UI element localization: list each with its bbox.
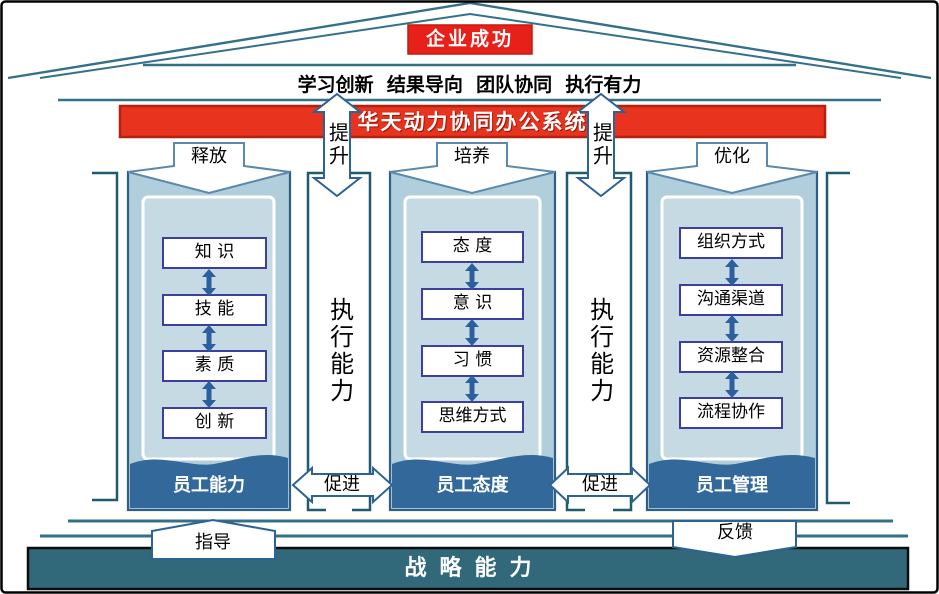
pillar-2-item: 意 识 bbox=[452, 293, 493, 314]
pillar-2-item-box bbox=[421, 231, 524, 263]
pillar-2-base-label: 员工态度 bbox=[436, 474, 509, 496]
pillar-1-label: 释放 bbox=[191, 145, 227, 167]
exec-column-2-fill bbox=[567, 173, 631, 510]
pillar-1-item: 创 新 bbox=[194, 412, 235, 433]
promote-arrow-left-text: 促进 bbox=[324, 473, 360, 495]
exec-column-1-fill bbox=[308, 173, 370, 510]
guide-tag-text: 指导 bbox=[195, 531, 231, 553]
pillar-1-item: 知 识 bbox=[194, 242, 235, 263]
pillar-3-label-funnel bbox=[646, 142, 818, 195]
pillar-1-item-box bbox=[162, 407, 267, 439]
pillar-3-item: 组织方式 bbox=[697, 232, 765, 253]
pillar-3-item-box bbox=[679, 284, 783, 316]
promote-arrow-left bbox=[291, 465, 394, 505]
pillar-3-item: 沟通渠道 bbox=[697, 289, 765, 310]
pillar-1-item: 素 质 bbox=[194, 355, 235, 376]
pillar-2-item-box bbox=[421, 401, 524, 433]
pillar-3-item-box bbox=[679, 341, 783, 373]
lift-arrow-left-text: 提升 bbox=[325, 122, 350, 168]
pillar-2-item: 习 惯 bbox=[452, 350, 493, 371]
lift-arrow-right-text: 提升 bbox=[589, 122, 614, 168]
pillar-3-item-box bbox=[679, 397, 783, 429]
feedback-tag-text: 反馈 bbox=[717, 521, 753, 543]
system-banner-box bbox=[118, 104, 827, 139]
promote-arrow-right bbox=[548, 465, 652, 505]
pillar-1-label-funnel bbox=[127, 142, 291, 195]
pillar-2-item: 态 度 bbox=[452, 236, 493, 257]
pillar-1-item-box bbox=[162, 294, 267, 326]
pillar-3-base-wave bbox=[649, 454, 815, 508]
exec-column-2-text: 执行能力 bbox=[585, 296, 614, 405]
pillar-2-item-box bbox=[421, 345, 524, 377]
pillar-1-base-wave bbox=[130, 454, 288, 508]
success-title: 企业成功 bbox=[425, 27, 514, 50]
right-edge-bracket bbox=[825, 171, 850, 505]
pillar-3-item-box bbox=[679, 227, 783, 259]
pillar-2-item-box bbox=[421, 288, 524, 320]
pillar-1-base-label: 员工能力 bbox=[173, 474, 245, 496]
pillar-2-base-wave bbox=[392, 454, 553, 508]
pillar-1-item-box bbox=[162, 237, 267, 269]
pillar-3-label: 优化 bbox=[714, 145, 750, 167]
pillar-2-label-funnel bbox=[389, 142, 556, 195]
pillar-1-item: 技 能 bbox=[194, 299, 235, 320]
lift-arrow-right bbox=[575, 92, 627, 198]
pillar-3-item: 资源整合 bbox=[697, 346, 765, 367]
pillar-2-item: 思维方式 bbox=[438, 406, 507, 427]
roof-inner-line bbox=[39, 12, 902, 79]
lift-arrow-left bbox=[311, 92, 363, 198]
pillar-3-base-label: 员工管理 bbox=[696, 474, 768, 496]
guide-tag-shape bbox=[151, 518, 276, 560]
pillar-1-item-box bbox=[162, 350, 267, 382]
strategy-bar-text: 战略能力 bbox=[404, 556, 545, 582]
roof-motto: 学习创新 结果导向 团队协同 执行有力 bbox=[297, 74, 642, 97]
pillar-3-item: 流程协作 bbox=[697, 402, 765, 423]
system-banner-text: 华天动力协同办公系统 bbox=[357, 110, 588, 135]
success-title-box bbox=[407, 24, 533, 55]
promote-arrow-right-text: 促进 bbox=[582, 473, 618, 495]
feedback-tag-shape bbox=[672, 520, 797, 559]
left-edge-bracket bbox=[92, 171, 119, 502]
exec-column-1-text: 执行能力 bbox=[325, 296, 354, 405]
pillar-2-label: 培养 bbox=[454, 145, 490, 167]
roof-outer-line bbox=[7, 1, 932, 80]
